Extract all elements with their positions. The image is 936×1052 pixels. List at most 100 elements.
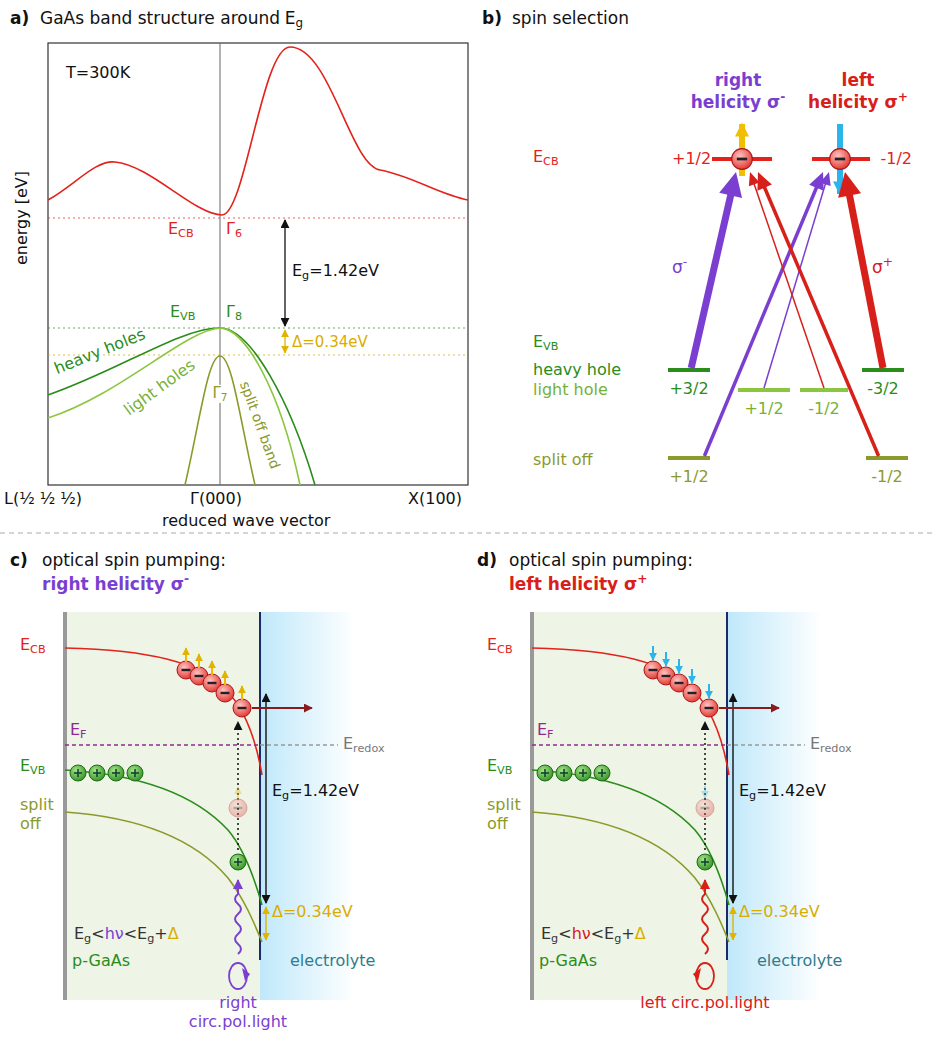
label-text: <	[558, 924, 571, 943]
label-group: Γ8	[226, 303, 242, 323]
label-text: E	[533, 332, 543, 351]
label-group: X(100)	[408, 490, 462, 509]
label-group: right helicity σ-	[42, 572, 189, 594]
transition-arrow	[704, 172, 823, 456]
label-text: GaAs band structure around	[40, 8, 280, 28]
label-group: Γ(000)	[190, 490, 242, 509]
label-text: +	[154, 924, 167, 943]
level-label: +1/2	[744, 400, 783, 418]
spin-pumping-left	[532, 612, 822, 1000]
label-group: light holes	[121, 356, 199, 420]
label-group: Eg=1.42eV	[272, 782, 359, 802]
energy-level: -1/2	[812, 146, 912, 172]
label-group: T=300K	[66, 64, 130, 83]
label-text: E	[533, 147, 543, 166]
label-text: split off band	[237, 379, 283, 471]
label-text: E	[70, 720, 80, 739]
label-group: d)	[477, 550, 497, 570]
label-group: ECB	[487, 636, 513, 656]
label-text: CB	[497, 643, 513, 656]
energy-level: -1/2	[800, 388, 848, 418]
label-group: Δ=0.34eV	[739, 903, 820, 922]
label-text: Δ	[168, 924, 179, 943]
label-text: Δ=0.34eV	[739, 902, 820, 921]
label-text: E	[272, 781, 282, 800]
label-group: σ-	[672, 255, 687, 277]
label-group: Δ=0.34eV	[292, 334, 368, 352]
label-text: redox	[820, 742, 851, 755]
label-text: E	[74, 924, 84, 943]
energy-level: +3/2	[667, 368, 711, 398]
spin-selection-levels	[668, 124, 908, 458]
energy-level: +1/2	[672, 146, 772, 172]
label-group: Eg<hν<Eg+Δ	[541, 925, 646, 945]
label-text: g	[147, 932, 154, 945]
label-text: E	[168, 219, 178, 238]
label-text: g	[295, 16, 303, 30]
label-text: hν	[105, 924, 124, 943]
level-label: -3/2	[867, 380, 899, 398]
transition-arrow	[838, 172, 883, 368]
label-text: g	[749, 789, 756, 802]
label-text: Δ=0.34eV	[292, 333, 368, 351]
label-group: Eg=1.42eV	[292, 262, 379, 282]
label-text: CB	[178, 227, 194, 240]
label-group: left	[842, 70, 875, 90]
label-group: EVB	[20, 757, 45, 777]
label-text: E	[810, 734, 820, 753]
label-group: EF	[70, 721, 87, 741]
label-text: VB	[30, 764, 45, 777]
label-group: energy [eV]	[13, 171, 32, 265]
label-group: ECB	[168, 220, 194, 240]
label-text: electrolyte	[757, 951, 842, 970]
label-text: p-GaAs	[72, 951, 130, 970]
label-group: Eg=1.42eV	[739, 782, 826, 802]
transition-arrow	[691, 172, 742, 368]
label-text: split off	[533, 450, 593, 469]
label-group: ECB	[533, 148, 559, 168]
label-group: σ+	[872, 255, 893, 277]
label-text: d)	[477, 550, 497, 570]
label-text: =1.42eV	[309, 261, 379, 280]
band-structure-plot	[48, 43, 468, 485]
label-text: E	[20, 635, 30, 654]
label-text: +	[621, 924, 634, 943]
label-text: optical spin pumping:	[42, 550, 226, 570]
label-group: light hole	[533, 381, 608, 400]
label-text: E	[739, 781, 749, 800]
label-text: =1.42eV	[289, 781, 359, 800]
label-group: p-GaAs	[539, 952, 597, 971]
label-group: Eredox	[343, 735, 385, 755]
label-text: g	[282, 789, 289, 802]
label-text: E	[292, 261, 302, 280]
label-group: a)	[10, 8, 29, 28]
label-group: split off	[20, 796, 64, 834]
label-group: Δ=0.34eV	[272, 903, 353, 922]
label-text: L(½ ½ ½)	[4, 489, 82, 508]
label-group: optical spin pumping:	[509, 550, 693, 570]
label-text: optical spin pumping:	[509, 550, 693, 570]
label-text: CB	[543, 155, 559, 168]
label-text: CB	[30, 643, 46, 656]
level-label: +1/2	[669, 468, 708, 486]
label-group: helicity σ-	[691, 90, 786, 112]
label-text: left helicity σ	[509, 574, 637, 594]
label-text: E	[537, 720, 547, 739]
label-text: a)	[10, 8, 29, 28]
label-group: spin selection	[512, 8, 629, 28]
label-text: VB	[497, 764, 512, 777]
label-text: E	[343, 734, 353, 753]
label-text: Γ	[226, 302, 235, 321]
energy-level: -3/2	[862, 368, 904, 398]
label-text: F	[80, 728, 86, 741]
label-text: +	[637, 572, 647, 586]
label-text: light holes	[120, 355, 198, 419]
label-text: g	[551, 932, 558, 945]
label-text: E	[487, 756, 497, 775]
label-group: ECB	[20, 636, 46, 656]
level-label: -1/2	[871, 468, 903, 486]
label-text: split off	[20, 795, 54, 833]
